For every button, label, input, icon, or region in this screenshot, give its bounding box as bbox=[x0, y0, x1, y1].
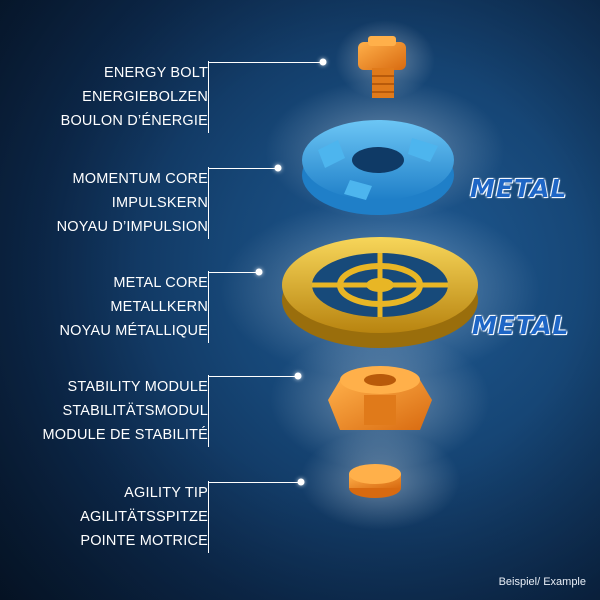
stability-module-label: STABILITY MODULE STABILITÄTSMODUL MODULE… bbox=[0, 375, 209, 447]
energy-bolt-dot bbox=[319, 58, 327, 66]
stability-module-dot bbox=[294, 372, 302, 380]
metal-core-label-en: METAL CORE bbox=[113, 275, 208, 291]
energy-bolt-label-de: ENERGIEBOLZEN bbox=[82, 89, 208, 105]
agility-tip-label: AGILITY TIP AGILITÄTSSPITZE POINTE MOTRI… bbox=[0, 481, 209, 553]
metal-core-dot bbox=[255, 268, 263, 276]
agility-tip-label-en: AGILITY TIP bbox=[124, 485, 208, 501]
momentum-core-label-en: MOMENTUM CORE bbox=[72, 171, 208, 187]
metal-core-connector bbox=[209, 272, 259, 273]
momentum-core-label-de: IMPULSKERN bbox=[111, 195, 208, 211]
momentum-core-label-fr: NOYAU D’IMPULSION bbox=[56, 219, 208, 235]
agility-tip-part bbox=[349, 464, 401, 498]
momentum-core-dot bbox=[274, 164, 282, 172]
energy-bolt-label-fr: BOULON D’ÉNERGIE bbox=[60, 113, 208, 129]
stability-module-label-de: STABILITÄTSMODUL bbox=[62, 403, 208, 419]
metal-core-label-de: METALLKERN bbox=[110, 299, 208, 315]
energy-bolt-label: ENERGY BOLT ENERGIEBOLZEN BOULON D’ÉNERG… bbox=[0, 61, 209, 133]
example-caption: Beispiel/ Example bbox=[498, 576, 586, 588]
metal-core-part bbox=[282, 237, 478, 348]
agility-tip-label-fr: POINTE MOTRICE bbox=[80, 533, 208, 549]
agility-tip-label-de: AGILITÄTSSPITZE bbox=[80, 509, 208, 525]
stability-module-connector bbox=[209, 376, 298, 377]
metal-badge-bottom: METAL bbox=[472, 311, 570, 340]
energy-bolt-label-en: ENERGY BOLT bbox=[104, 65, 208, 81]
metal-core-label: METAL CORE METALLKERN NOYAU MÉTALLIQUE bbox=[0, 271, 209, 343]
agility-tip-connector bbox=[209, 482, 301, 483]
metal-core-label-fr: NOYAU MÉTALLIQUE bbox=[59, 323, 208, 339]
momentum-core-label: MOMENTUM CORE IMPULSKERN NOYAU D’IMPULSI… bbox=[0, 167, 209, 239]
stability-module-label-en: STABILITY MODULE bbox=[67, 379, 208, 395]
stability-module-part bbox=[328, 366, 432, 430]
energy-bolt-connector bbox=[209, 62, 323, 63]
momentum-core-part bbox=[302, 120, 454, 215]
energy-bolt-part bbox=[358, 36, 406, 98]
momentum-core-connector bbox=[209, 168, 277, 169]
metal-badge-top: METAL bbox=[470, 174, 568, 203]
stability-module-label-fr: MODULE DE STABILITÉ bbox=[42, 427, 208, 443]
agility-tip-dot bbox=[297, 478, 305, 486]
